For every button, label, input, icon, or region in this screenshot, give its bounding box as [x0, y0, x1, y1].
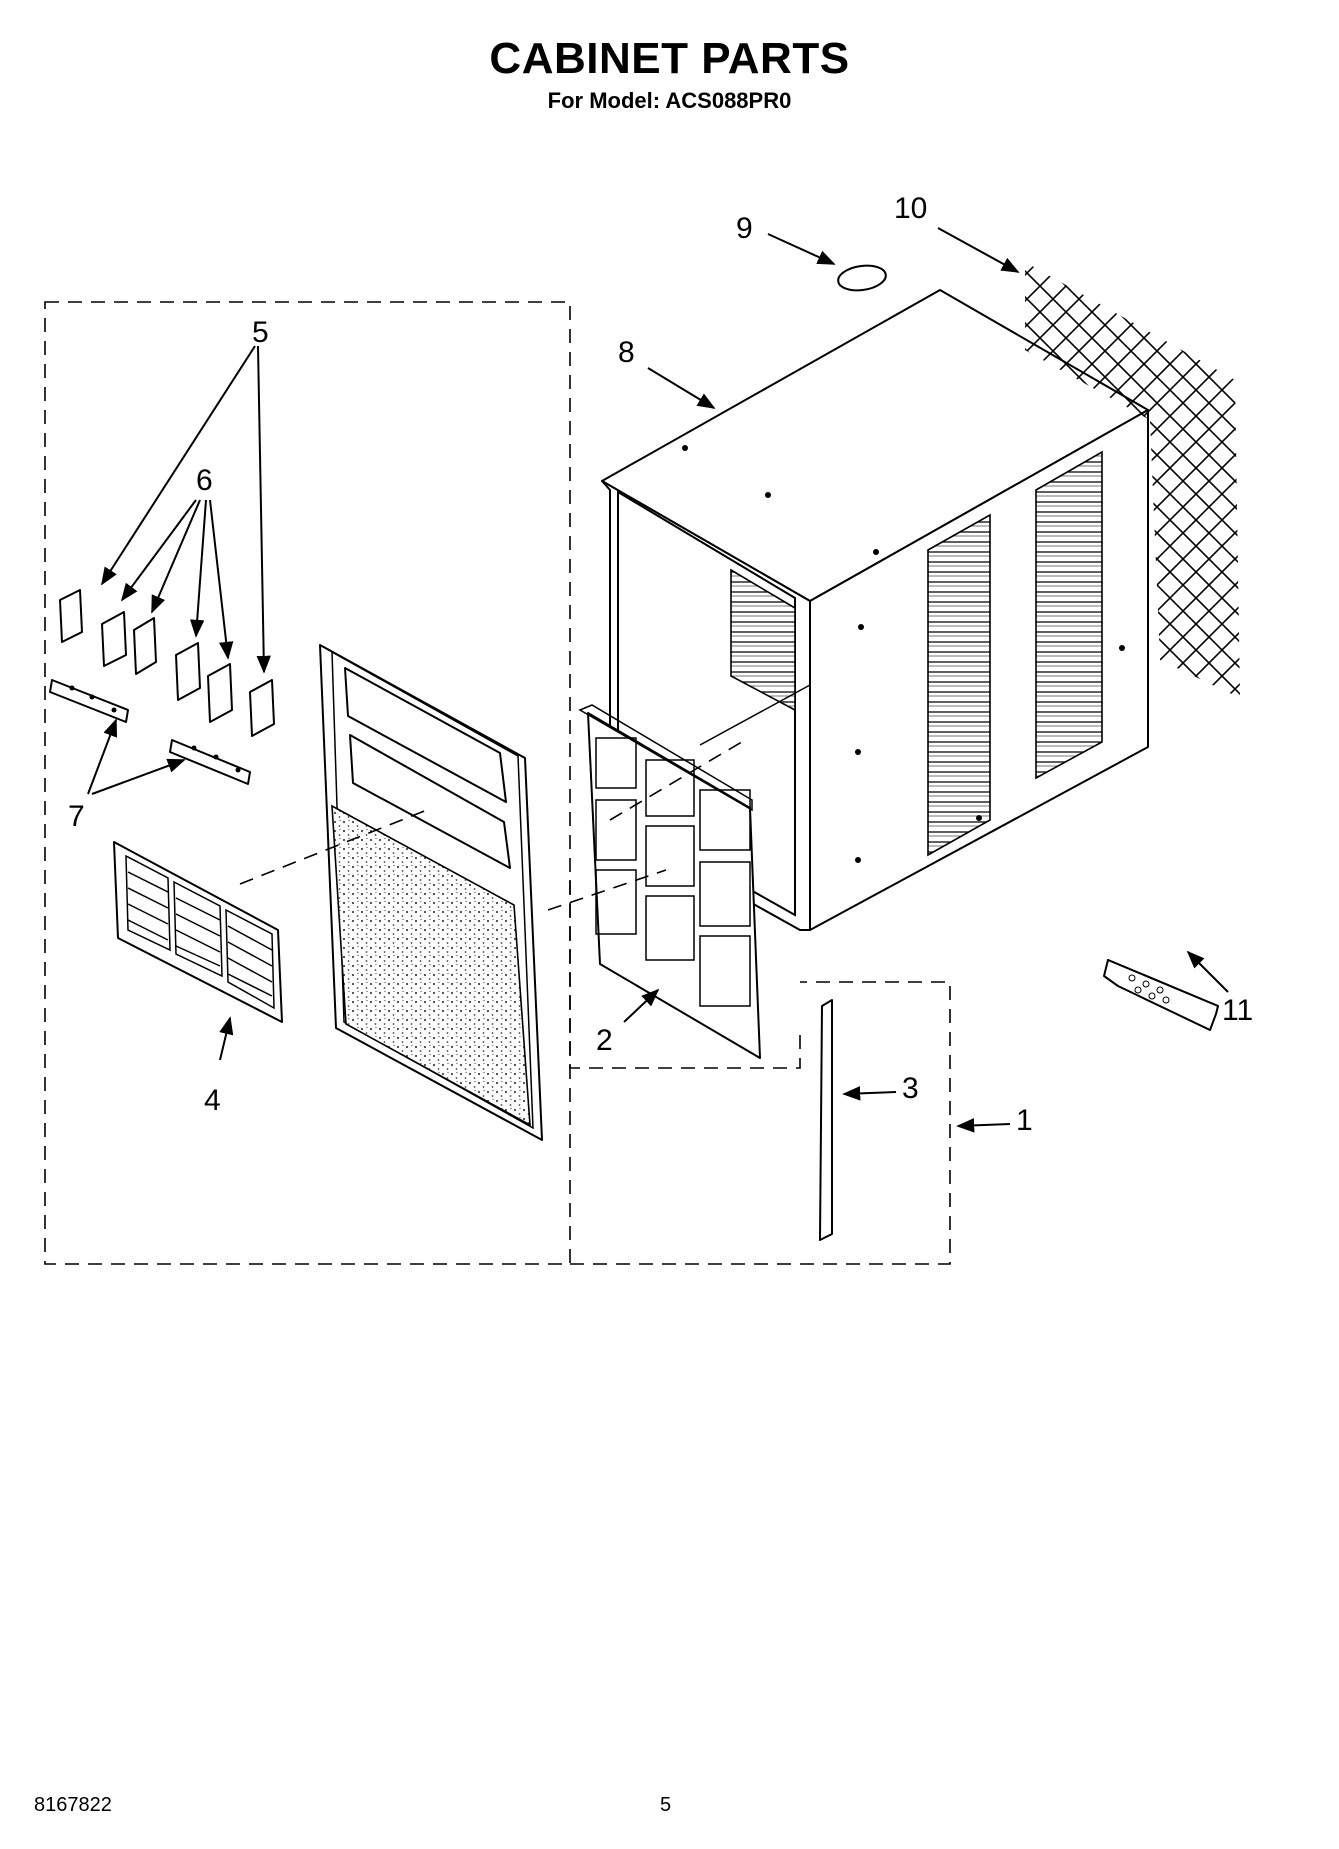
front-panel: [319, 644, 543, 1141]
callout-11: 11: [1222, 994, 1253, 1027]
page-title: CABINET PARTS: [489, 34, 850, 83]
remote-control: [1103, 959, 1219, 1031]
callout-5: 5: [252, 316, 269, 349]
callout-9: 9: [736, 212, 753, 245]
model-subtitle: For Model: ACS088PR0: [547, 88, 792, 113]
callout-4: 4: [204, 1084, 221, 1117]
filter-group-box: [569, 880, 801, 1069]
document-number: 8167822: [34, 1794, 112, 1816]
air-deflector: [113, 841, 283, 1023]
callout-7: 7: [68, 800, 85, 833]
mounting-brackets: [49, 679, 251, 785]
assembly-group-box: [44, 301, 571, 1265]
seal-ring: [837, 264, 887, 292]
side-curtain: [819, 999, 833, 1241]
callout-8: 8: [618, 336, 635, 369]
callout-6: 6: [196, 464, 213, 497]
callout-10: 10: [894, 192, 927, 225]
assembly-group-box: [570, 981, 951, 1265]
page-number: 5: [660, 1794, 672, 1816]
callout-1: 1: [1016, 1104, 1033, 1137]
callout-2: 2: [596, 1024, 613, 1057]
rear-mesh-grille: [1025, 262, 1240, 698]
filter-frame: [578, 704, 761, 1059]
callout-3: 3: [902, 1072, 919, 1105]
vent-louvers: [59, 589, 275, 737]
